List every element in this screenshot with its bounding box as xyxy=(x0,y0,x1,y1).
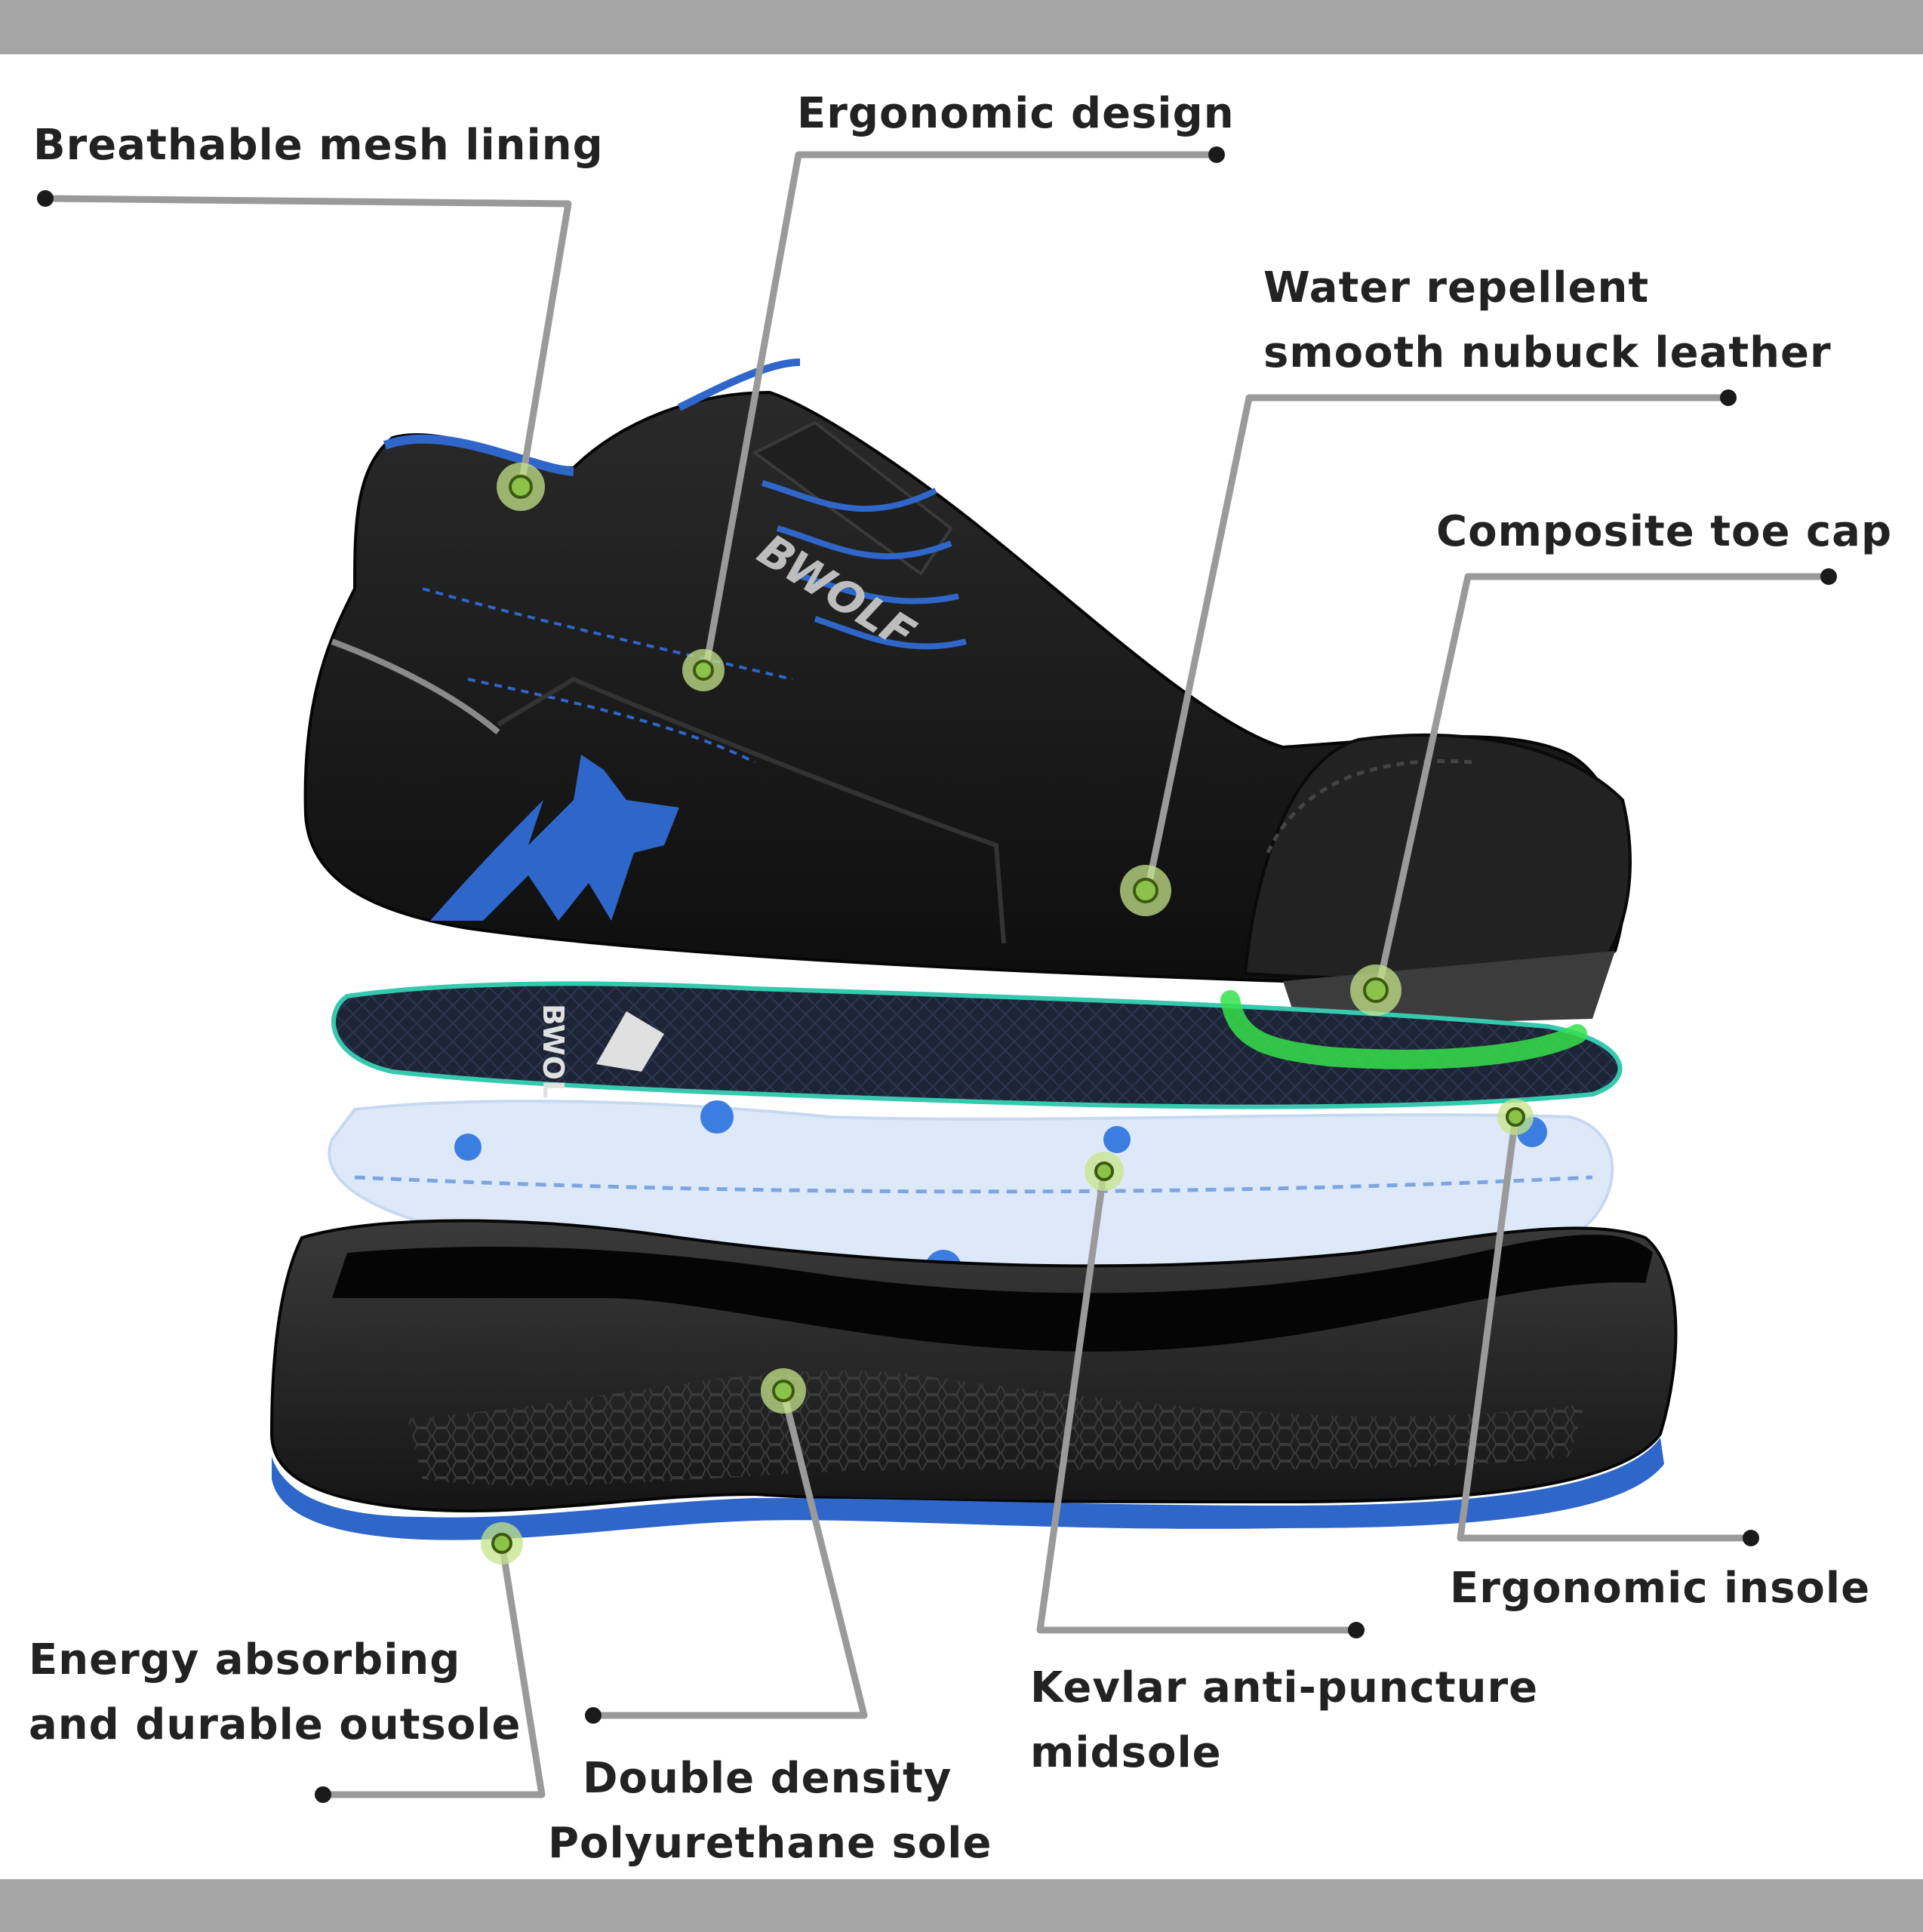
leader-endpoints xyxy=(37,146,1837,1803)
marker-double-density xyxy=(761,1368,806,1414)
label-breathable-mesh-lining: Breathable mesh lining xyxy=(33,121,604,170)
label-double-density-line2: Polyurethane sole xyxy=(548,1819,992,1868)
leader-composite-toe-cap xyxy=(1374,573,1829,991)
label-water-repellent-line2: smooth nubuck leather xyxy=(1263,328,1832,377)
leader-ergonomic-design xyxy=(702,151,1217,670)
label-kevlar-line2: midsole xyxy=(1030,1728,1222,1777)
leader-lines xyxy=(45,151,1829,1798)
marker-kevlar-midsole xyxy=(1085,1152,1124,1191)
leader-breathable-mesh-lining xyxy=(45,195,572,490)
label-kevlar-line1: Kevlar anti-puncture xyxy=(1030,1663,1539,1712)
marker-ergonomic-design xyxy=(682,649,725,691)
label-ergonomic-insole: Ergonomic insole xyxy=(1450,1564,1871,1613)
shoe-upper: BWOLF xyxy=(303,358,1632,1026)
leader-ergonomic-insole xyxy=(1457,1116,1751,1542)
leader-water-repellent xyxy=(1144,394,1728,890)
marker-composite-toe-cap xyxy=(1350,964,1401,1016)
label-double-density-line1: Double density xyxy=(583,1754,952,1803)
marker-breathable-mesh-lining xyxy=(497,463,545,511)
label-ergonomic-design: Ergonomic design xyxy=(797,89,1235,138)
leader-double-density xyxy=(593,1390,868,1719)
marker-energy-absorbing xyxy=(481,1522,523,1564)
feature-markers xyxy=(481,463,1534,1564)
marker-ergonomic-insole xyxy=(1497,1099,1534,1135)
leader-kevlar-midsole xyxy=(1036,1169,1356,1634)
label-energy-line1: Energy absorbing xyxy=(29,1635,461,1684)
label-energy-line2: and durable outsole xyxy=(29,1700,522,1749)
label-water-repellent-line1: Water repellent xyxy=(1263,263,1650,312)
label-composite-toe-cap: Composite toe cap xyxy=(1436,507,1893,556)
leader-energy-absorbing xyxy=(323,1543,546,1798)
insole-logo: BWOLF xyxy=(537,1004,570,1118)
top-frame-bar xyxy=(0,0,1923,54)
marker-water-repellent xyxy=(1120,865,1171,916)
polyurethane-sole-layer xyxy=(269,1219,1678,1540)
bottom-frame-bar xyxy=(0,1879,1923,1932)
ergonomic-insole-layer: BWOLF xyxy=(331,981,1623,1118)
